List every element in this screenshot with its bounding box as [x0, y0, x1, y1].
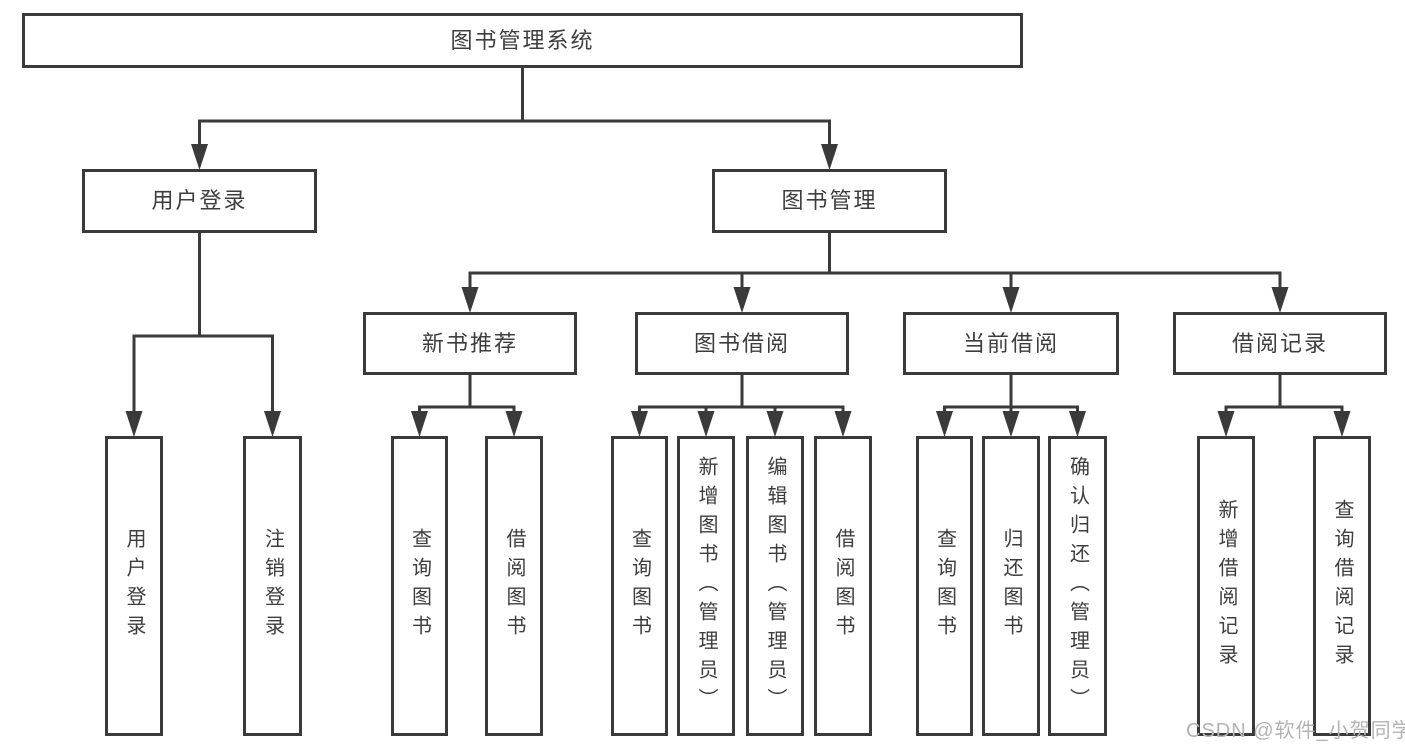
node-nb-query: 查询图书 [391, 436, 448, 736]
arrowhead-icon [461, 287, 479, 313]
arrowhead-icon [631, 411, 648, 437]
node-nb-borrow: 借阅图书 [485, 436, 543, 736]
node-bb-query: 查询图书 [611, 436, 668, 736]
node-root: 图书管理系统 [22, 13, 1023, 68]
node-user-login: 用户登录 [105, 436, 163, 736]
arrowhead-icon [697, 411, 715, 437]
arrowhead-icon [191, 144, 208, 170]
arrowhead-icon [125, 411, 143, 437]
arrowhead-icon [1271, 287, 1289, 313]
arrowhead-icon [834, 411, 852, 437]
node-bb-edit: 编辑图书（管理员） [746, 436, 804, 736]
node-logout: 注销登录 [243, 436, 302, 736]
node-rec-add: 新增借阅记录 [1197, 436, 1255, 736]
arrowhead-icon [766, 411, 784, 437]
arrowhead-icon [411, 411, 428, 437]
node-records: 借阅记录 [1173, 312, 1387, 375]
node-current: 当前借阅 [903, 312, 1119, 375]
node-bb-add: 新增图书（管理员） [677, 436, 735, 736]
arrowhead-icon [936, 411, 953, 437]
node-borrow: 图书借阅 [635, 312, 849, 375]
node-cb-return: 归还图书 [982, 436, 1040, 736]
node-cb-query: 查询图书 [916, 436, 973, 736]
node-newbook: 新书推荐 [363, 312, 577, 375]
arrowhead-icon [1333, 411, 1351, 437]
arrowhead-icon [1002, 411, 1020, 437]
arrowhead-icon [821, 144, 838, 170]
node-rec-query: 查询借阅记录 [1313, 436, 1371, 736]
arrowhead-icon [505, 411, 523, 437]
arrowhead-icon [1069, 411, 1086, 437]
node-mgmt: 图书管理 [712, 169, 947, 233]
watermark: CSDN @软件_小贺同学 [1186, 720, 1405, 742]
node-cb-confirm: 确认归还（管理员） [1048, 436, 1107, 736]
arrowhead-icon [264, 411, 281, 437]
arrowhead-icon [1002, 287, 1020, 313]
arrowhead-icon [1217, 411, 1235, 437]
arrowhead-icon [733, 287, 751, 313]
node-bb-borrow: 借阅图书 [814, 436, 872, 736]
node-login: 用户登录 [82, 169, 317, 233]
